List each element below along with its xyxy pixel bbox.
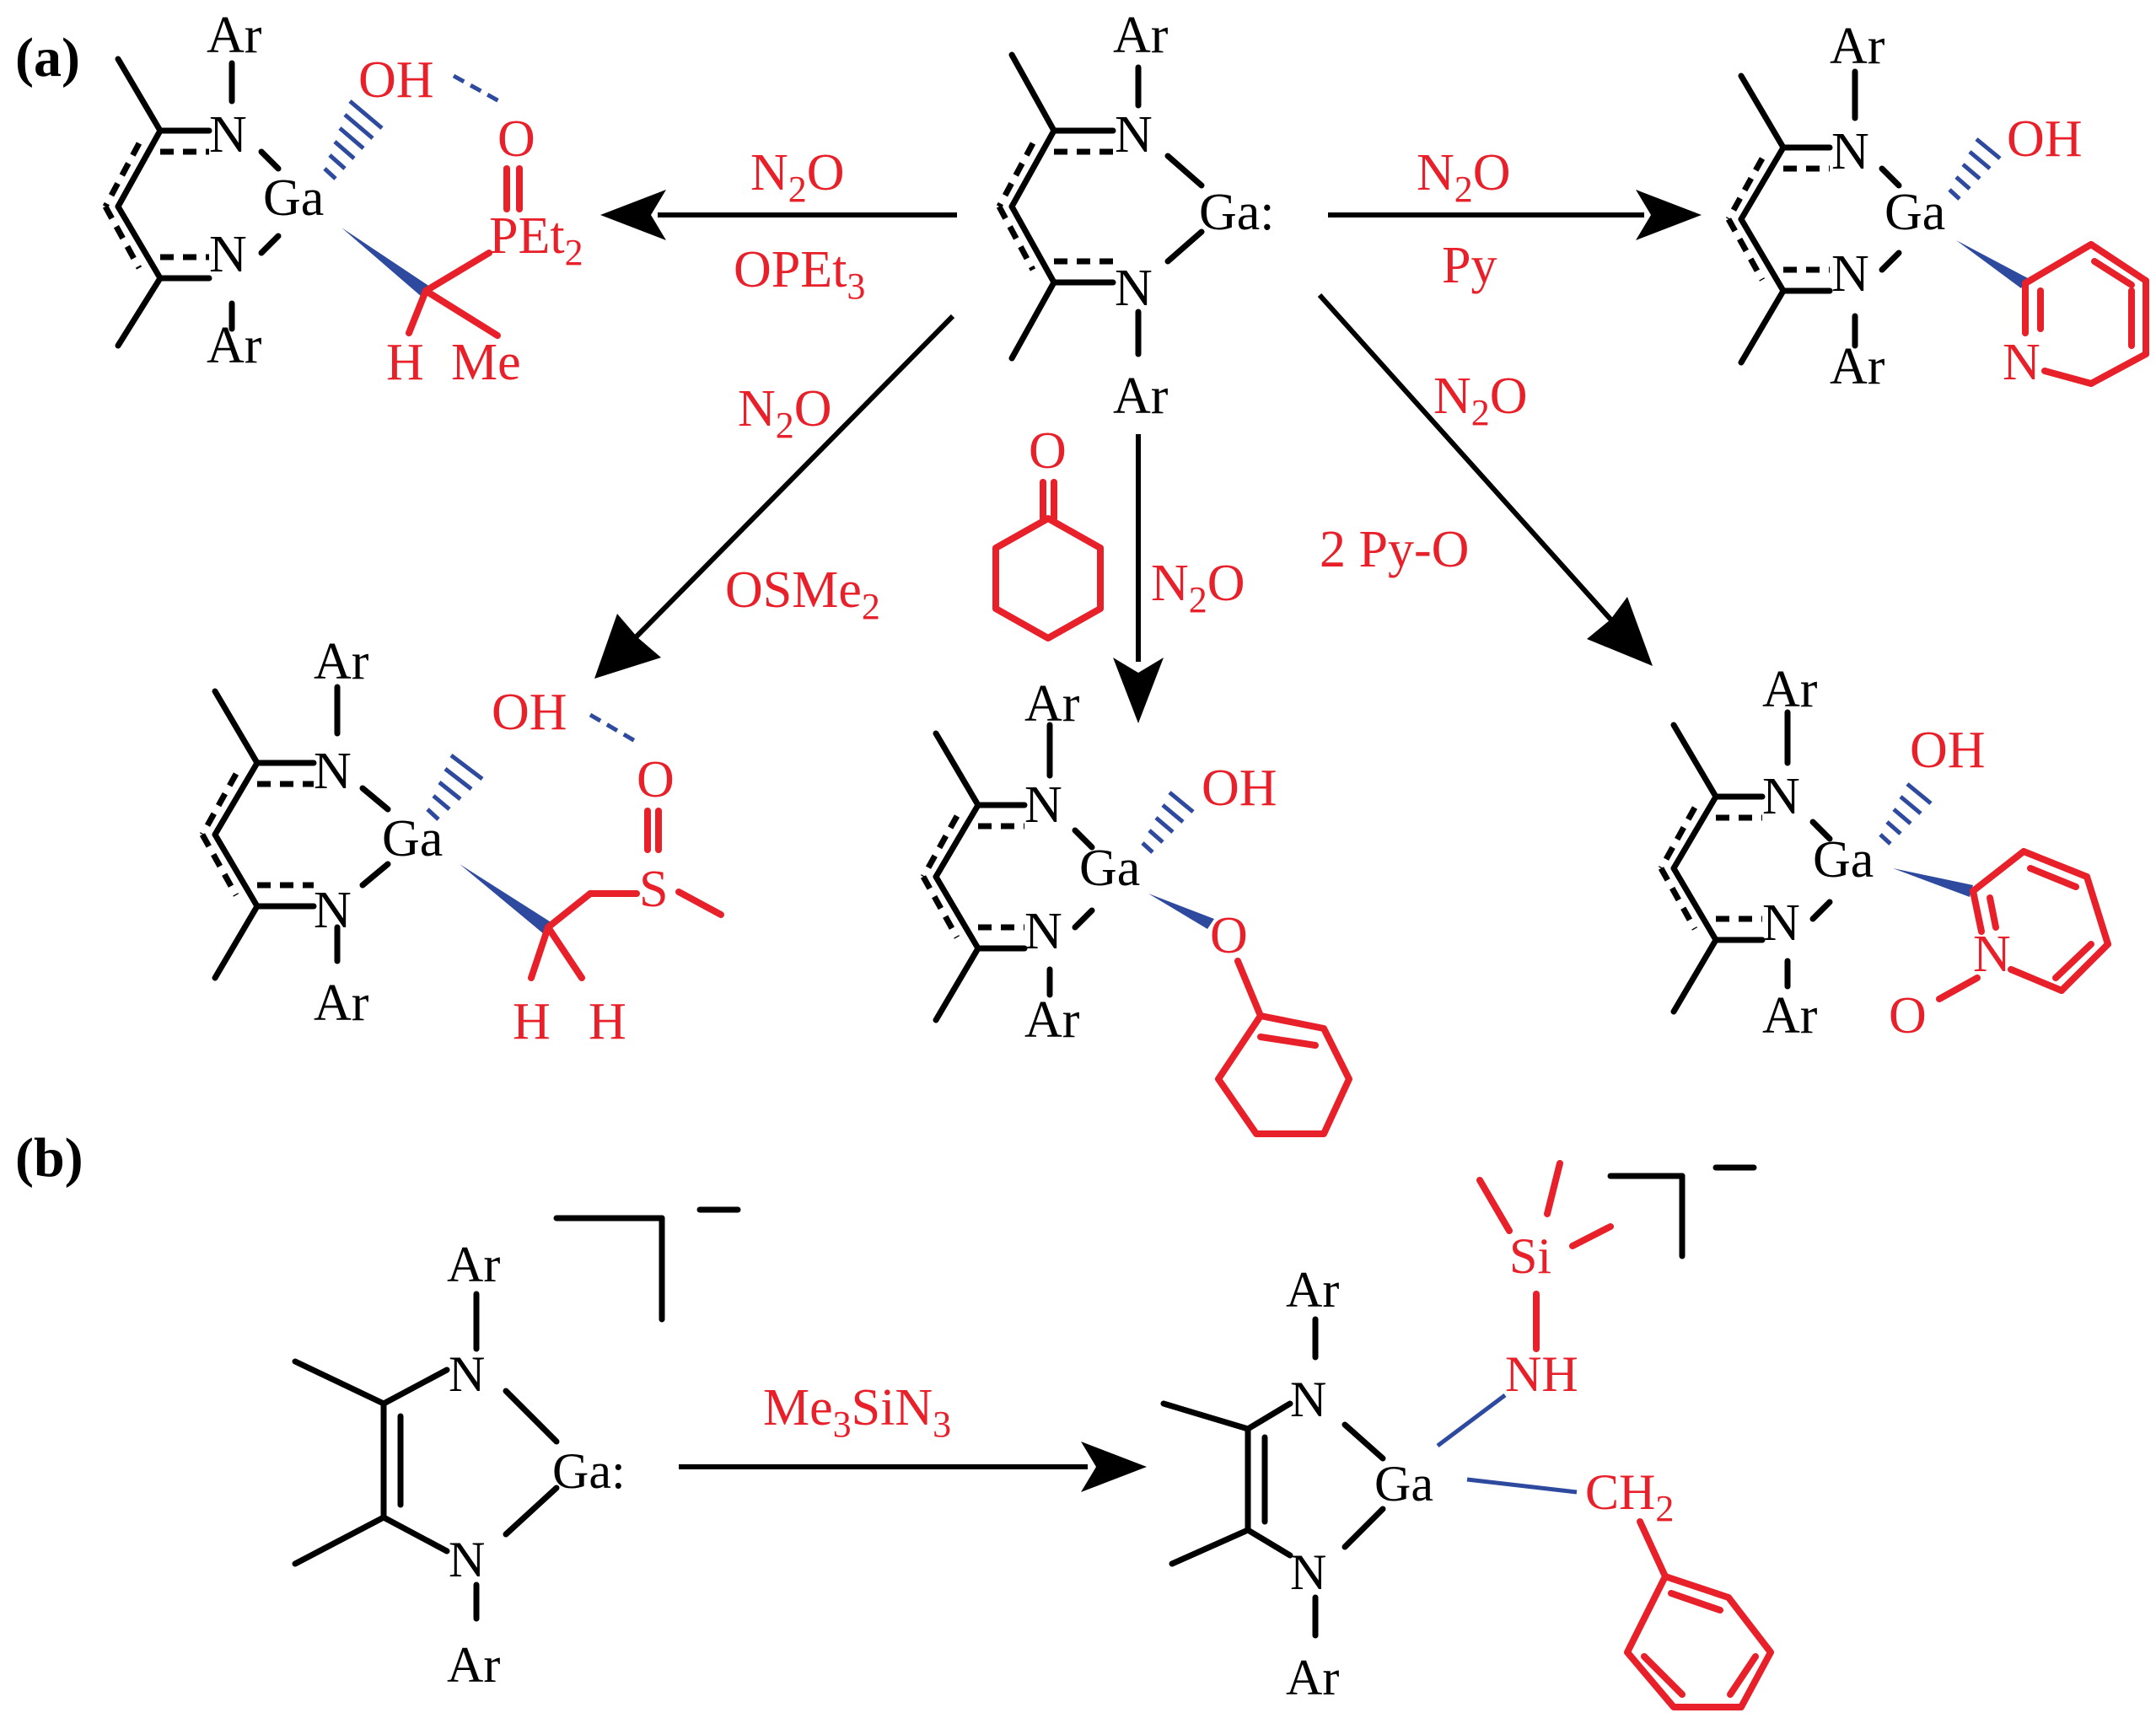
svg-text:NH: NH [1505,1346,1578,1402]
svg-text:PEt2: PEt2 [489,207,583,273]
central-ga: Ga: [1199,184,1275,241]
arrow-down-mid [1113,434,1164,723]
svg-text:Ar: Ar [447,1237,500,1292]
svg-text:O: O [1210,907,1248,964]
svg-text:Ga: Ga [1374,1456,1433,1512]
arrow-down-right [1317,293,1653,666]
reagent-left: N2O OPEt3 [734,144,865,307]
svg-text:N: N [209,106,247,164]
reactant-charge: − [702,1181,731,1238]
product-down-left: Ar N N Ga Ar OH S O H H [199,633,724,1050]
svg-text:N: N [2003,334,2040,391]
svg-text:O: O [497,110,535,168]
svg-text:OH: OH [358,51,434,109]
svg-text:N2O: N2O [1417,144,1511,210]
svg-text:Ga: Ga [263,169,324,227]
arrow-down-left [594,314,955,679]
svg-text:N: N [314,743,352,800]
panel-b-reactant: Ar N N Ga: Ar [292,1206,741,1693]
svg-text:OPEt3: OPEt3 [734,241,865,307]
product-charge: − [1716,1139,1745,1196]
svg-text:N2O: N2O [750,144,845,210]
svg-text:2 Py-O: 2 Py-O [1320,521,1469,578]
svg-text:N2O: N2O [1433,368,1528,433]
svg-text:Ar: Ar [1024,675,1080,733]
svg-text:OH: OH [2007,110,2083,168]
svg-text:Ar: Ar [207,7,262,64]
cyclohexanone: O [992,422,1104,642]
svg-text:N: N [209,226,247,283]
panel-b-product: Ar N N Ga Ar NH Si CH2 [1160,1160,1774,1710]
svg-text:S: S [639,861,668,918]
svg-text:N: N [449,1346,485,1402]
svg-text:N: N [1762,768,1800,825]
reagent-right: N2O Py [1417,144,1511,294]
svg-text:Ar: Ar [1830,338,1885,395]
svg-text:O: O [1029,422,1067,480]
svg-text:N2O: N2O [1151,555,1245,620]
svg-text:Ar: Ar [314,633,369,690]
svg-text:N: N [1024,903,1062,960]
svg-text:H: H [513,993,551,1050]
svg-text:O: O [637,751,675,808]
svg-text:OH: OH [1202,760,1277,817]
panel-label-b: (b) [15,1127,83,1189]
svg-text:OH: OH [492,684,567,741]
arrow-panel-b [679,1442,1147,1492]
arrow-left [600,190,957,240]
svg-text:Ar: Ar [1762,987,1818,1044]
central-ar-top: Ar [1113,7,1169,64]
reagent-down-left: N2O OSMe2 [725,380,880,627]
svg-text:OH: OH [1910,722,1986,779]
svg-text:CH2: CH2 [1585,1464,1674,1529]
svg-text:N: N [1024,776,1062,834]
svg-text:OSMe2: OSMe2 [725,561,880,627]
panel-label-a: (a) [15,27,80,89]
svg-text:Me: Me [451,334,521,391]
svg-text:Ar: Ar [447,1637,500,1693]
svg-text:Ga:: Ga: [552,1443,626,1499]
svg-text:N: N [1973,926,2011,983]
svg-text:Ar: Ar [314,975,369,1032]
svg-text:Py: Py [1442,237,1497,294]
svg-text:Ga: Ga [1884,184,1945,241]
central-gallylene: Ar N N Ga: Ar [996,7,1275,425]
svg-text:Ar: Ar [1286,1650,1339,1705]
svg-text:Ga: Ga [1079,840,1140,897]
product-down-mid: Ar N N Ga Ar OH O [920,675,1352,1137]
svg-text:Ar: Ar [1024,991,1080,1049]
svg-text:O: O [1889,987,1927,1044]
svg-text:N: N [1290,1372,1326,1427]
svg-text:N: N [1831,245,1869,303]
product-top-left: Ar N N Ga Ar OH PEt2 O H Me [102,7,583,391]
central-n-bottom: N [1115,260,1153,317]
central-ar-bottom: Ar [1113,368,1169,425]
central-n-top: N [1115,106,1153,164]
svg-text:Ar: Ar [207,317,262,374]
svg-text:Ga: Ga [382,810,443,867]
svg-text:Ar: Ar [1286,1262,1339,1318]
reagent-me3sin3: Me3SiN3 [763,1379,951,1445]
svg-text:Si: Si [1509,1228,1551,1284]
svg-text:Ar: Ar [1830,18,1885,75]
svg-text:H: H [386,334,424,391]
svg-text:N: N [1762,894,1800,952]
svg-text:N: N [314,882,352,939]
svg-text:N: N [1831,123,1869,180]
reagent-down-mid: N2O O [992,422,1245,642]
arrow-right [1328,190,1702,240]
reagent-down-right: N2O 2 Py-O [1320,368,1528,578]
product-top-right: Ar N N Ga Ar OH N [1725,18,2149,395]
svg-text:N: N [449,1532,485,1587]
svg-text:Ga: Ga [1813,831,1874,889]
svg-text:Ar: Ar [1762,661,1818,718]
svg-text:H: H [589,993,626,1050]
product-down-right: Ar N N Ga Ar OH N O [1658,661,2111,1044]
svg-text:N: N [1290,1544,1326,1600]
svg-text:N2O: N2O [738,380,832,446]
